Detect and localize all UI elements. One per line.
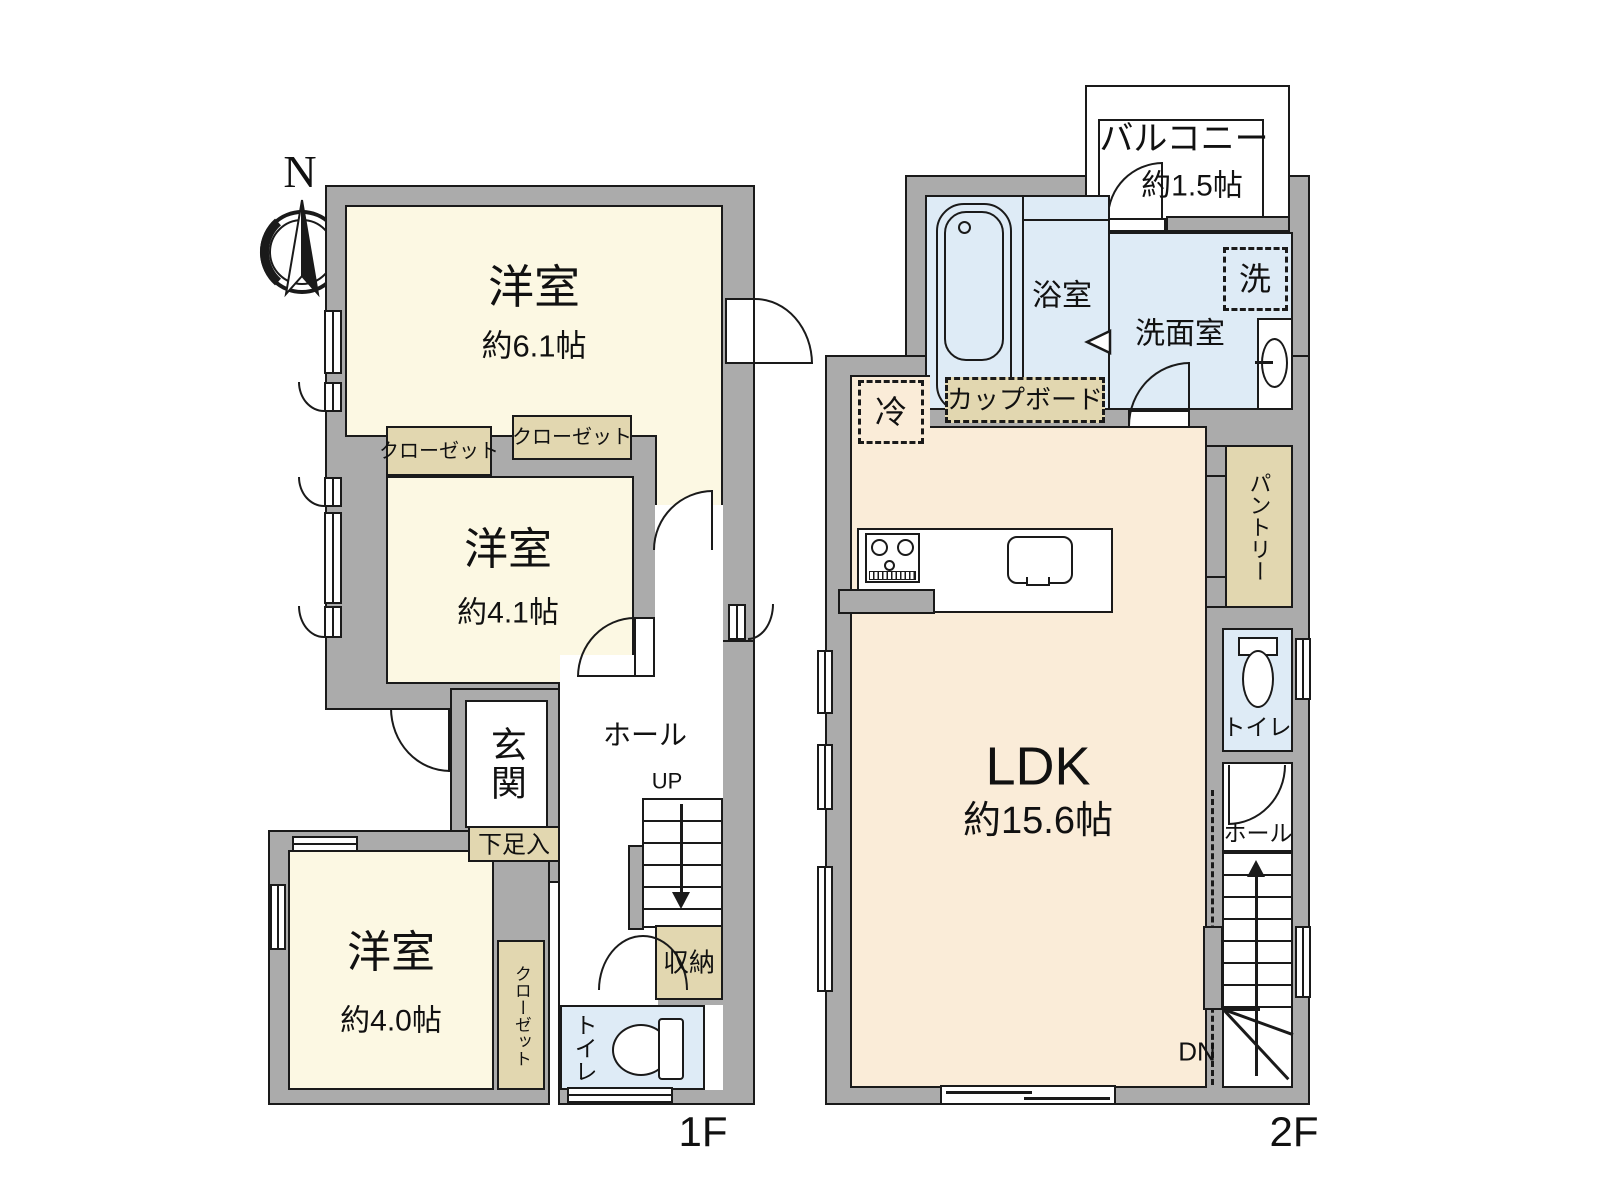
f1-stairs-down-arrow xyxy=(672,892,690,909)
f2-balcony-size: 約1.5帖 xyxy=(1141,169,1243,203)
f1-genkan-area xyxy=(465,700,548,828)
f1-storage-label: 収納 xyxy=(662,947,716,978)
f2-floor-label: 2F xyxy=(1269,1107,1319,1155)
f1-room40-size: 約4.0帖 xyxy=(340,1004,442,1038)
f1-casement-arc-2 xyxy=(298,477,324,507)
f2-fridge-label: 冷 xyxy=(874,394,908,431)
f1-room-40 xyxy=(288,850,494,1090)
f2-hall-label: ホール xyxy=(1223,819,1293,846)
f1-window-hall-right xyxy=(728,604,746,640)
f1-room41-name: 洋室 xyxy=(464,524,552,574)
f2-bathtub-drain xyxy=(958,221,971,234)
f2-toilet-bowl-icon xyxy=(1242,650,1274,708)
f1-window-bottom xyxy=(567,1087,673,1103)
f2-toilet-label: トイレ xyxy=(1222,713,1292,740)
f1-entrance-door xyxy=(390,708,450,772)
f1-room61-name: 洋室 xyxy=(488,260,580,313)
f2-stove-grill xyxy=(869,571,916,580)
f2-dn-label: DN xyxy=(1178,1036,1216,1067)
f1-shoebox-label: 下足入 xyxy=(478,831,550,859)
f1-terrace-door-opening xyxy=(725,298,755,364)
f1-casement-arc-right xyxy=(748,604,774,640)
f2-stove-icon xyxy=(865,533,920,583)
f1-casement-arc-1 xyxy=(298,382,324,412)
f1-up-label: UP xyxy=(651,768,683,794)
f2-pantry-stub-bottom xyxy=(1205,576,1227,608)
f2-stove-burner-3 xyxy=(884,560,895,571)
f1-shoebox xyxy=(468,826,560,862)
f2-fridge-box xyxy=(858,380,924,444)
f2-washer-label: 洗 xyxy=(1238,261,1272,298)
f1-closet-c xyxy=(497,940,545,1090)
f1-window-41-left xyxy=(324,512,342,604)
f2-washer-box xyxy=(1223,247,1288,311)
f2-stove-burner-1 xyxy=(871,539,888,556)
f2-stairs-winder-line-1 xyxy=(1224,1008,1260,1011)
f2-ldk-left xyxy=(850,375,930,1088)
f2-window-left-3 xyxy=(817,866,833,992)
f1-stairs-center-line xyxy=(680,804,683,896)
f2-balcony-door-opening xyxy=(1105,218,1166,232)
f1-stairs-side-wall xyxy=(628,845,644,930)
f1-toilet-side-strip xyxy=(700,1005,723,1090)
f2-sink-notch xyxy=(1026,577,1050,586)
f2-stove-burner-2 xyxy=(897,539,914,556)
f2-pantry-label: パントリー xyxy=(1246,472,1272,582)
f2-bath-label: 浴室 xyxy=(1032,279,1092,313)
compass-icon xyxy=(260,199,344,298)
f1-closet-a-label: クローゼット xyxy=(512,426,632,449)
f1-closet-b xyxy=(386,426,492,476)
f1-room41-size: 約4.1帖 xyxy=(457,596,559,630)
f1-casement-arc-3 xyxy=(298,606,324,638)
f2-vanity-handle xyxy=(1255,361,1273,364)
f2-window-left-1 xyxy=(817,650,833,714)
f2-sliding-pane-2 xyxy=(1024,1097,1110,1100)
f1-window-casement-3 xyxy=(324,606,342,638)
f2-window-left-2 xyxy=(817,744,833,810)
f1-room40-name: 洋室 xyxy=(347,927,435,977)
f1-genkan-label: 玄関 xyxy=(485,726,527,802)
f2-balcony-inner-rail xyxy=(1098,119,1264,219)
f2-ldk-name: LDK xyxy=(985,736,1091,797)
f2-cupboard-label: カップボード xyxy=(946,384,1104,415)
f1-window-61-left xyxy=(324,310,342,374)
f2-stairs-treads xyxy=(1224,854,1291,1012)
f1-floor-label: 1F xyxy=(678,1107,728,1155)
f2-washroom-label: 洗面室 xyxy=(1135,317,1225,351)
f1-window-40-left xyxy=(270,884,286,950)
f1-terrace-door xyxy=(755,298,813,364)
f2-kitchen-wall-stub xyxy=(838,589,935,614)
f1-hall-label: ホール xyxy=(602,719,688,751)
f1-closet-a xyxy=(512,415,632,460)
f1-room41-door-opening xyxy=(634,617,655,677)
compass-north-label: N xyxy=(283,145,317,197)
f2-sliding-pane-1 xyxy=(946,1091,1032,1094)
f1-window-casement-2 xyxy=(324,477,342,507)
f2-balcony-name: バルコニー xyxy=(1099,120,1269,159)
f2-ldk-size: 約15.6帖 xyxy=(963,800,1113,843)
f2-bathtub-inner xyxy=(944,211,1004,361)
f2-bath-divider-v xyxy=(1022,195,1024,410)
f1-window-40-top xyxy=(292,836,358,852)
f2-balcony-wall-right xyxy=(1166,216,1290,232)
f2-window-stairs-right xyxy=(1295,926,1311,998)
f1-room-61 xyxy=(345,205,723,437)
f2-stairs-up-arrow xyxy=(1247,860,1265,877)
f1-closet-c-label: クローゼット xyxy=(511,965,531,1067)
f1-toilet-label: トイレ xyxy=(571,1013,598,1083)
f2-stairs-wall-stub xyxy=(1203,926,1223,1010)
f1-closet-b-label: クローゼット xyxy=(379,440,499,463)
f2-sliding-window-bottom xyxy=(940,1085,1116,1105)
f2-stairs-center-line xyxy=(1255,876,1258,1076)
f2-bath-door-icon xyxy=(1084,329,1112,355)
f2-pantry xyxy=(1225,445,1293,608)
f2-window-toilet-right xyxy=(1295,638,1311,700)
f2-bath-divider-h xyxy=(1022,219,1110,221)
f2-cupboard-box xyxy=(945,377,1105,423)
f1-window-casement-1 xyxy=(324,382,342,412)
f1-room61-size: 約6.1帖 xyxy=(481,328,587,364)
f1-toilet-tank-icon xyxy=(658,1018,684,1080)
f2-pantry-stub-top xyxy=(1205,445,1227,477)
